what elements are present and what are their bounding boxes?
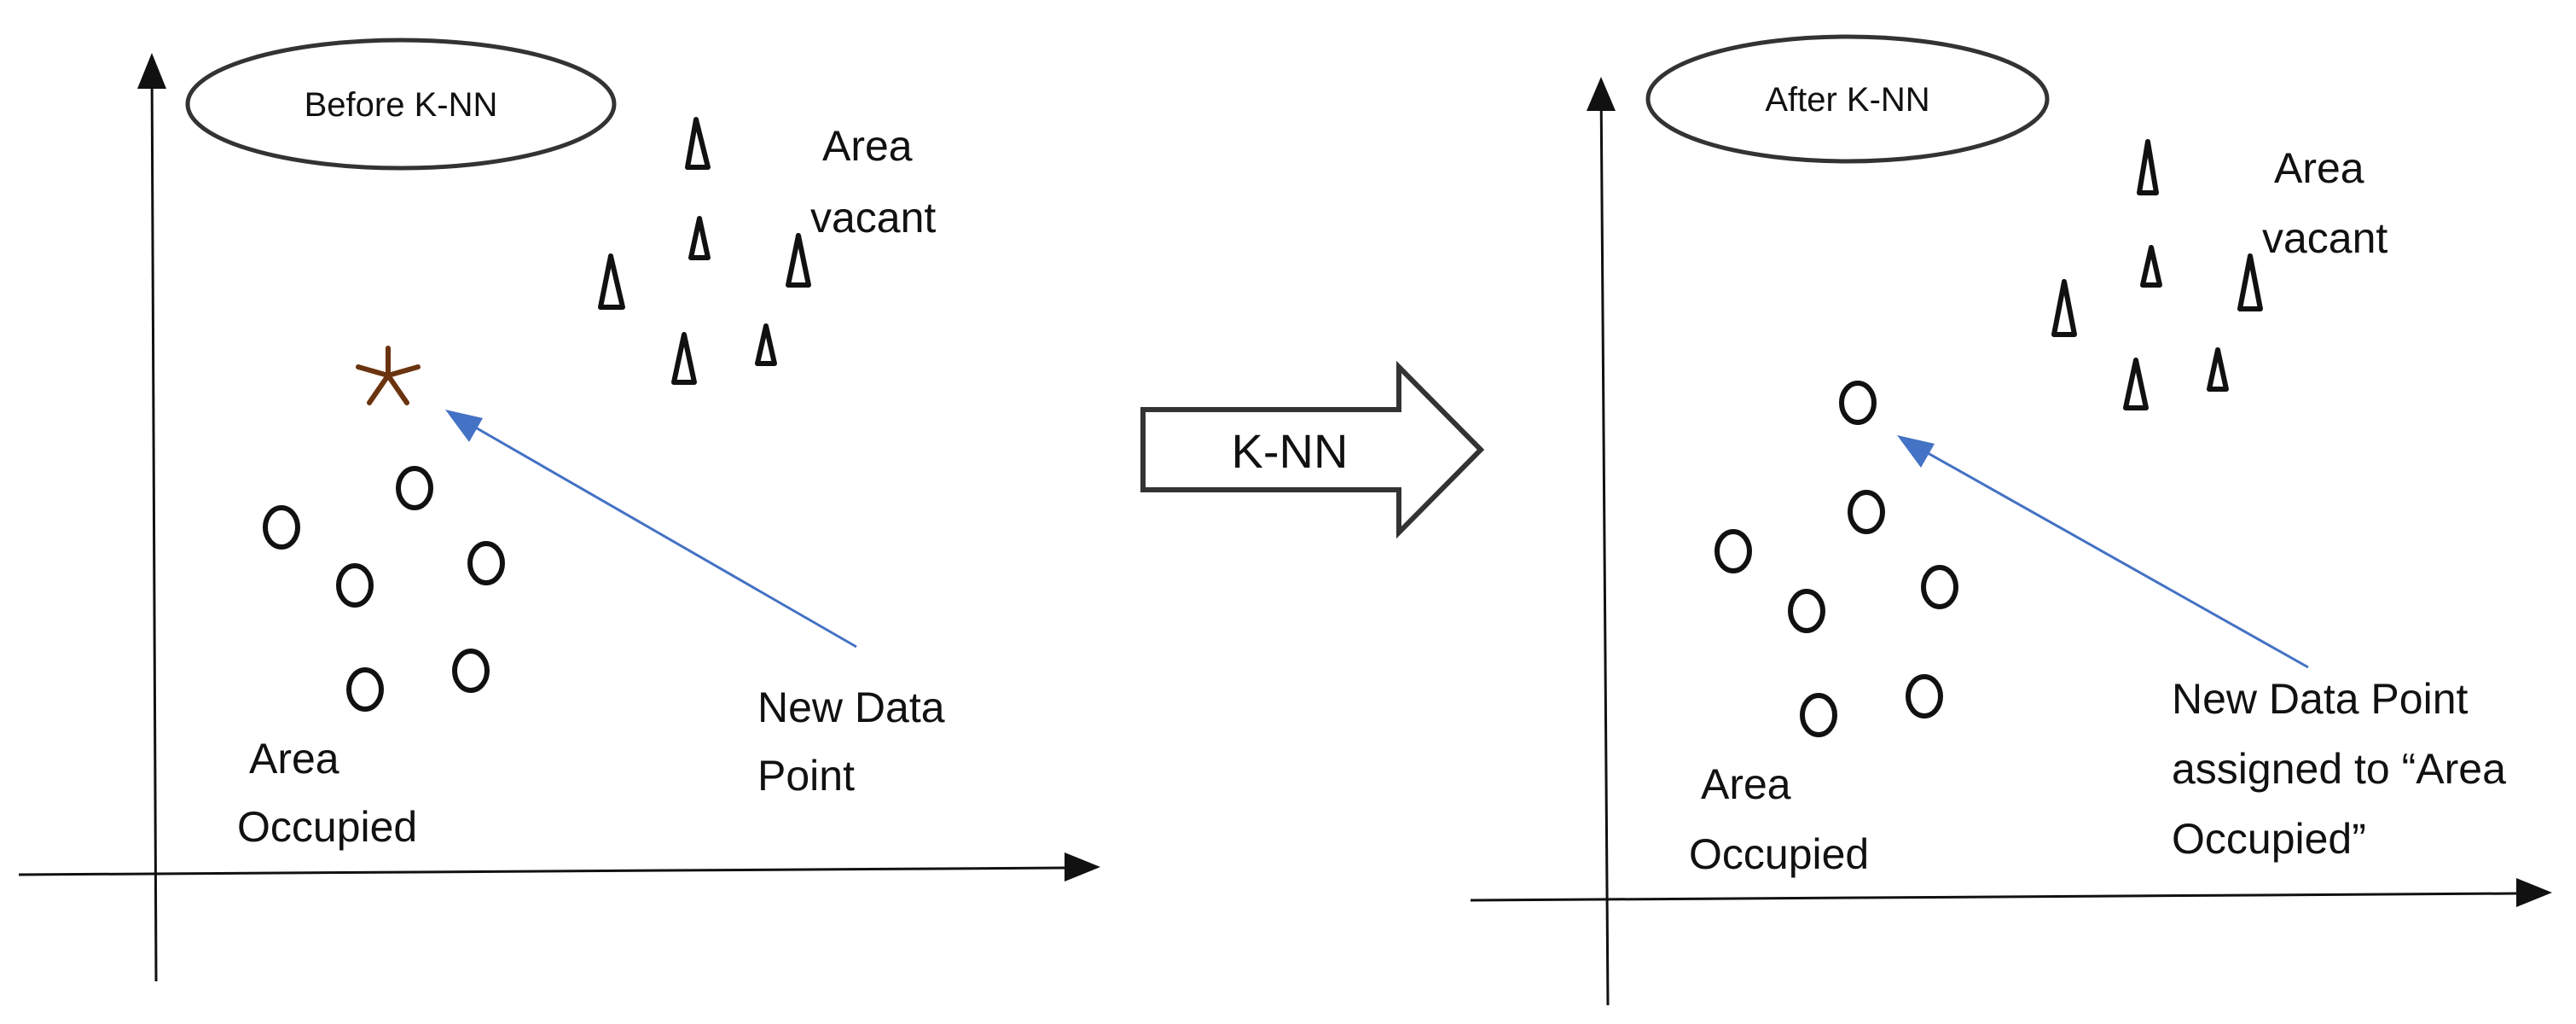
before-title-oval [185, 38, 617, 171]
before-new-point-label-line2: Point [757, 752, 855, 800]
before-x-axis-arrowhead [1065, 852, 1100, 881]
new-data-point-star [356, 346, 421, 405]
before-triangle-point [598, 253, 625, 310]
before-occupied-label-line1: Area [249, 735, 339, 783]
before-circle-point [336, 563, 374, 608]
after-y-axis [1599, 81, 1610, 1006]
before-triangle-point [786, 233, 811, 288]
after-circle-point [1906, 674, 1943, 719]
before-triangle-point [688, 216, 711, 260]
after-title-label: After K-NN [1765, 81, 1929, 119]
after-new-point-label-line1: New Data Point [2172, 675, 2468, 723]
after-circle-point [1921, 565, 1958, 609]
after-vacant-label-line2: vacant [2262, 214, 2387, 262]
before-triangle-point [685, 117, 711, 170]
before-circle-point [263, 505, 300, 550]
before-circle-point [346, 667, 384, 712]
before-vacant-label-line1: Area [822, 122, 913, 170]
after-triangle-point [2123, 358, 2149, 410]
after-triangle-point [2237, 253, 2263, 311]
before-pointer-arrowhead [445, 410, 483, 442]
before-y-axis [150, 57, 158, 982]
after-triangle-point [2207, 347, 2229, 392]
after-panel: After K-NN Area vacant New Data Point as… [1470, 34, 2552, 1006]
before-triangle-point [755, 323, 777, 366]
after-circle-point [1848, 490, 1885, 534]
before-circle-point [467, 541, 505, 585]
before-pointer-arrow [450, 411, 857, 649]
after-triangle-point [2137, 139, 2159, 195]
before-vacant-label-line2: vacant [810, 194, 936, 241]
before-circle-point [396, 466, 433, 510]
after-new-point-circle [1839, 381, 1877, 425]
after-x-axis-arrowhead [2516, 878, 2552, 907]
knn-transition-arrow: K-NN [1140, 360, 1485, 539]
after-circle-point [1800, 693, 1837, 737]
after-circle-point [1788, 589, 1825, 633]
after-triangle-point [2051, 279, 2077, 337]
after-x-axis [1470, 892, 2517, 902]
after-pointer-arrowhead [1897, 435, 1935, 468]
before-x-axis [18, 866, 1067, 876]
after-new-point-label-line2: assigned to “Area [2172, 745, 2506, 793]
after-title-oval [1645, 34, 2050, 164]
after-pointer-arrow [1901, 437, 2309, 669]
after-vacant-label-line1: Area [2274, 144, 2364, 192]
before-y-axis-arrowhead [137, 53, 166, 89]
after-triangle-point [2140, 245, 2162, 288]
knn-arrow-label: K-NN [1232, 424, 1349, 478]
after-y-axis-arrowhead [1587, 77, 1616, 111]
before-occupied-label-line2: Occupied [237, 803, 417, 851]
before-new-point-label-line1: New Data [757, 684, 945, 731]
before-circle-point [452, 649, 490, 693]
before-triangle-point [671, 332, 697, 385]
after-circle-point [1714, 529, 1752, 573]
before-panel: Before K-NN Area vacant New Data Point A… [18, 38, 1100, 982]
after-occupied-label-line2: Occupied [1689, 830, 1869, 878]
after-new-point-label-line3: Occupied” [2172, 815, 2366, 863]
before-title-label: Before K-NN [305, 86, 498, 124]
after-occupied-label-line1: Area [1701, 760, 1791, 808]
